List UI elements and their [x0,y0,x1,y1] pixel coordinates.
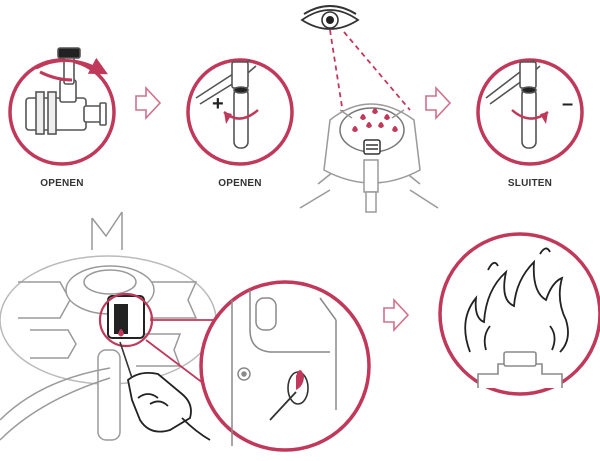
flame-result-panel [440,234,600,394]
ignition-closeup [201,282,369,450]
burner-closeup-small [100,294,152,346]
next-arrow-1 [136,88,160,118]
next-arrow-2 [426,88,450,118]
step3-label: SLUITEN [485,178,575,189]
zoom-circle-large [201,282,369,450]
hand-icon [128,373,210,440]
minus-sign: – [562,93,573,115]
step1-label: OPENEN [17,178,107,189]
step2-panel: + [188,60,292,164]
plus-sign: + [212,93,224,115]
sight-line-right [344,32,410,110]
next-arrow-3 [384,300,408,330]
step2-label: OPENEN [195,178,285,189]
step3-panel: – [478,60,582,164]
burner-center [300,104,438,212]
step1-panel [10,48,114,164]
